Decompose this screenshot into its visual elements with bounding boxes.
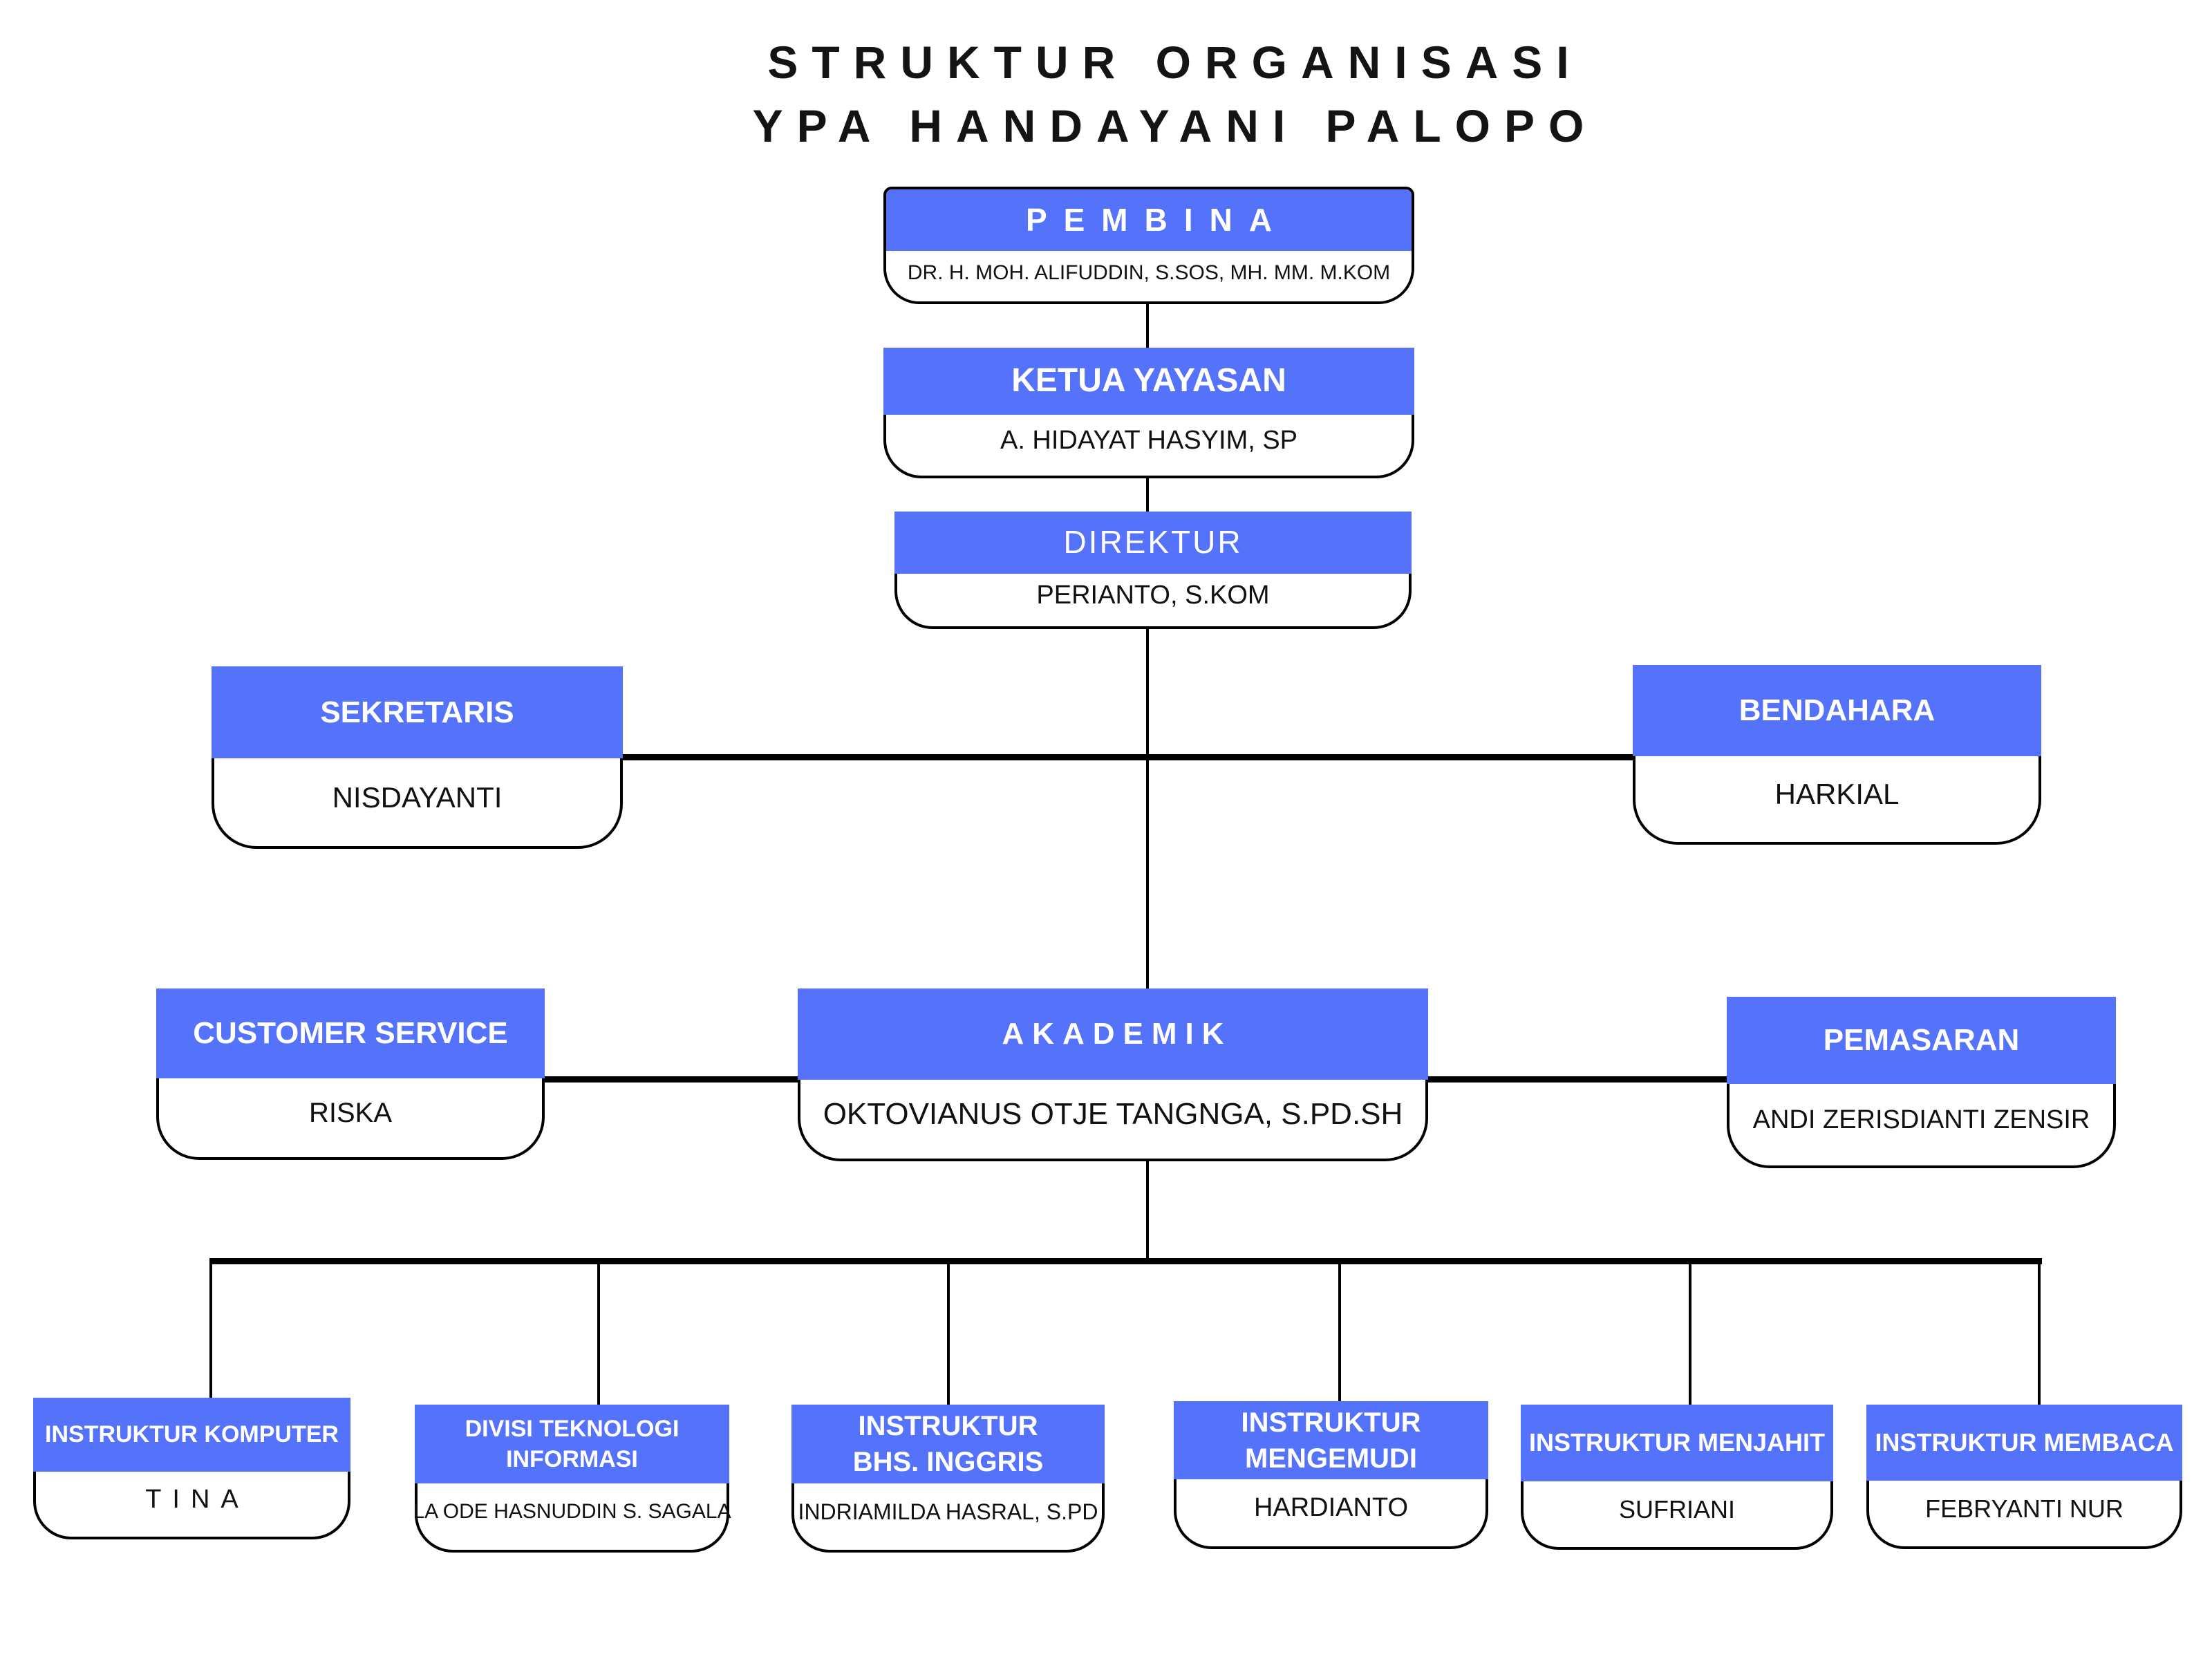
role-title-text: INSTRUKTUR MENJAHIT [1529,1428,1825,1457]
member-name-pemasaran: ANDI ZERISDIANTI ZENSIR [1727,1084,2116,1168]
role-title-instruktur-membaca: INSTRUKTUR MEMBACA [1866,1405,2182,1481]
role-title-direktur: DIREKTUR [894,512,1412,574]
member-name-text: SUFRIANI [1618,1494,1735,1524]
member-name-bendahara: HARKIAL [1633,756,2041,845]
member-name-sekretaris: NISDAYANTI [212,758,623,849]
page-title: STRUKTUR ORGANISASI YPA HANDAYANI PALOPO [0,30,2212,158]
org-node-instruktur-menjahit: INSTRUKTUR MENJAHIT SUFRIANI [1521,1405,1833,1550]
org-node-divisi-teknologi-informasi: DIVISI TEKNOLOGI INFORMASI LA ODE HASNUD… [413,1405,731,1553]
member-name-divisi-teknologi-informasi: LA ODE HASNUDDIN S. SAGALA [413,1483,731,1553]
role-title-customer-service: CUSTOMER SERVICE [156,988,545,1078]
role-title-instruktur-mengemudi: INSTRUKTUR MENGEMUDI [1174,1401,1488,1479]
role-title-instruktur-komputer: INSTRUKTUR KOMPUTER [33,1398,350,1472]
org-node-direktur: DIREKTUR PERIANTO, S.KOM [894,512,1412,629]
connector-bottom-bus [209,1258,2042,1264]
connector-drop-komputer [209,1261,212,1399]
role-title-text: PEMBINA [1025,201,1289,238]
role-title-pembina: PEMBINA [886,189,1412,251]
member-name-text: RISKA [308,1097,393,1128]
org-node-instruktur-membaca: INSTRUKTUR MEMBACA FEBRYANTI NUR [1866,1405,2182,1549]
connector-ketua-direktur [1146,477,1149,514]
role-title-text: KETUA YAYASAN [1011,362,1286,400]
role-title-text: SEKRETARIS [320,695,514,729]
org-node-pembina: PEMBINA DR. H. MOH. ALIFUDDIN, S.SOS, MH… [883,187,1414,304]
member-name-text: LA ODE HASNUDDIN S. SAGALA [413,1500,731,1523]
role-title-text: DIREKTUR [1063,524,1243,561]
page-title-line1: STRUKTUR ORGANISASI [767,37,1583,88]
role-title-text: INSTRUKTUR KOMPUTER [45,1421,339,1448]
role-title-bendahara: BENDAHARA [1633,665,2041,756]
role-title-ketua-yayasan: KETUA YAYASAN [883,348,1414,415]
role-title-instruktur-menjahit: INSTRUKTUR MENJAHIT [1521,1405,1833,1481]
member-name-text: DR. H. MOH. ALIFUDDIN, S.SOS, MH. MM. M.… [907,261,1391,284]
member-name-akademik: OKTOVIANUS OTJE TANGNGA, S.PD.SH [798,1080,1428,1161]
role-title-text: INSTRUKTUR [1241,1407,1421,1438]
connector-drop-mengemudi [1338,1261,1341,1403]
member-name-text: INDRIAMILDA HASRAL, S.PD [798,1499,1098,1524]
connector-drop-divisi-ti [597,1261,600,1406]
role-title-sekretaris: SEKRETARIS [212,666,623,758]
role-title-pemasaran: PEMASARAN [1727,997,2116,1084]
member-name-instruktur-bhs-inggris: INDRIAMILDA HASRAL, S.PD [791,1483,1105,1553]
org-node-pemasaran: PEMASARAN ANDI ZERISDIANTI ZENSIR [1727,997,2116,1168]
member-name-text: NISDAYANTI [332,780,503,814]
role-title-text: INSTRUKTUR [858,1411,1038,1441]
org-node-ketua-yayasan: KETUA YAYASAN A. HIDAYAT HASYIM, SP [883,348,1414,478]
org-node-bendahara: BENDAHARA HARKIAL [1633,665,2041,845]
member-name-customer-service: RISKA [156,1078,545,1160]
member-name-instruktur-komputer: TINA [33,1472,350,1539]
org-node-instruktur-bhs-inggris: INSTRUKTUR BHS. INGGRIS INDRIAMILDA HASR… [791,1405,1105,1553]
org-node-instruktur-komputer: INSTRUKTUR KOMPUTER TINA [33,1398,350,1539]
org-node-sekretaris: SEKRETARIS NISDAYANTI [212,666,623,849]
page-title-line2: YPA HANDAYANI PALOPO [752,100,1598,151]
connector-drop-inggris [947,1261,950,1406]
member-name-text: FEBRYANTI NUR [1925,1494,2124,1523]
member-name-pembina: DR. H. MOH. ALIFUDDIN, S.SOS, MH. MM. M.… [886,251,1412,301]
role-title-text: INFORMASI [506,1446,638,1472]
member-name-instruktur-membaca: FEBRYANTI NUR [1866,1481,2182,1549]
member-name-text: TINA [145,1484,250,1514]
connector-akademik-bus [1146,1160,1149,1261]
org-node-akademik: AKADEMIK OKTOVIANUS OTJE TANGNGA, S.PD.S… [798,988,1428,1161]
role-title-divisi-teknologi-informasi: DIVISI TEKNOLOGI INFORMASI [415,1405,729,1483]
connector-drop-menjahit [1689,1261,1691,1406]
role-title-text: BHS. INGGRIS [852,1447,1044,1477]
role-title-text: PEMASARAN [1823,1023,2020,1058]
org-node-instruktur-mengemudi: INSTRUKTUR MENGEMUDI HARDIANTO [1174,1401,1488,1549]
connector-trunk-direktur-akademik [1146,628,1149,994]
member-name-text: ANDI ZERISDIANTI ZENSIR [1752,1105,2090,1134]
role-title-text: DIVISI TEKNOLOGI [465,1415,679,1442]
member-name-text: PERIANTO, S.KOM [1036,580,1270,610]
connector-sekretaris-bendahara [617,754,1634,760]
role-title-text: MENGEMUDI [1245,1443,1417,1474]
member-name-instruktur-menjahit: SUFRIANI [1521,1481,1833,1550]
role-title-text: CUSTOMER SERVICE [193,1016,508,1051]
member-name-text: OKTOVIANUS OTJE TANGNGA, S.PD.SH [823,1097,1403,1131]
member-name-text: HARDIANTO [1253,1493,1409,1522]
member-name-text: HARKIAL [1774,778,1900,810]
member-name-instruktur-mengemudi: HARDIANTO [1174,1479,1488,1549]
role-title-instruktur-bhs-inggris: INSTRUKTUR BHS. INGGRIS [791,1405,1105,1483]
role-title-text: INSTRUKTUR MEMBACA [1875,1427,2174,1456]
role-title-text: AKADEMIK [1002,1017,1232,1051]
member-name-ketua-yayasan: A. HIDAYAT HASYIM, SP [883,415,1414,478]
connector-drop-membaca [2038,1261,2041,1406]
member-name-direktur: PERIANTO, S.KOM [894,574,1412,629]
org-node-customer-service: CUSTOMER SERVICE RISKA [156,988,545,1160]
connector-pembina-ketua [1146,303,1149,351]
role-title-akademik: AKADEMIK [798,988,1428,1080]
member-name-text: A. HIDAYAT HASYIM, SP [1000,425,1298,455]
role-title-text: BENDAHARA [1738,693,1936,728]
